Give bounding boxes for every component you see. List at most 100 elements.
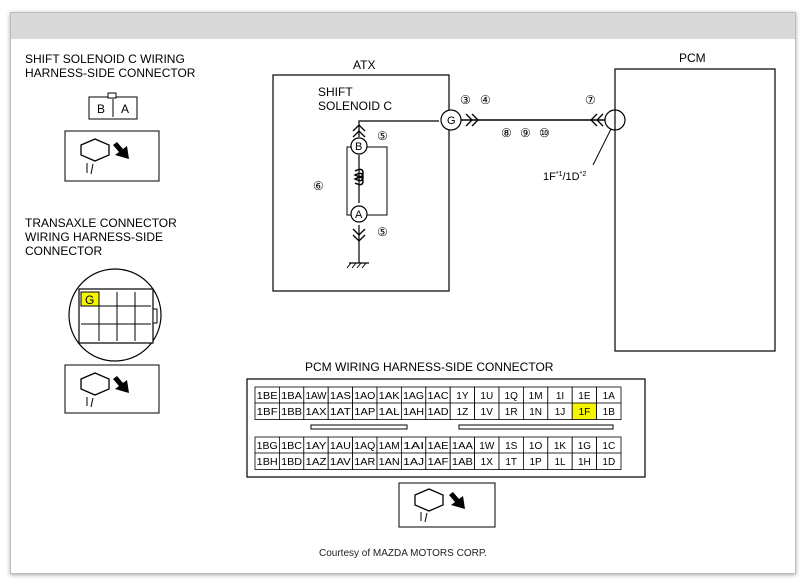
terminal-a-circle bbox=[350, 205, 368, 223]
pin-label: 1AB bbox=[452, 457, 473, 468]
callout-9: ⑨ bbox=[520, 126, 531, 140]
diagram-frame: SHIFT SOLENOID C WIRING HARNESS-SIDE CON… bbox=[10, 12, 796, 574]
callout-5-bottom: ⑤ bbox=[377, 225, 388, 239]
terminal-a: A bbox=[355, 209, 363, 221]
pin-label: 1AQ bbox=[354, 441, 375, 452]
callout-10: ⑩ bbox=[539, 126, 550, 140]
pin-label: 1AE bbox=[428, 441, 449, 452]
pin-label: 1BH bbox=[257, 457, 278, 468]
terminal-b-circle bbox=[350, 137, 368, 155]
pin-label: 1T bbox=[505, 457, 517, 468]
pin-label: 1AX bbox=[306, 407, 327, 418]
pin-label: 1AT bbox=[330, 407, 351, 418]
pin-label: 1AJ bbox=[403, 457, 424, 468]
terminal-b: B bbox=[355, 141, 362, 153]
terminal-g: G bbox=[447, 115, 456, 127]
pin-cell bbox=[596, 452, 622, 470]
pin-label: 1AM bbox=[379, 441, 400, 452]
pin-label: 1AI bbox=[403, 441, 424, 452]
pin-label: 1D bbox=[602, 457, 615, 468]
pin-label: 1AA bbox=[452, 441, 473, 452]
pin-label: 1C bbox=[602, 441, 615, 452]
pin-label: 1AY bbox=[306, 441, 327, 452]
transaxle-title-line1: TRANSAXLE CONNECTOR bbox=[25, 216, 177, 230]
pin-label: 1K bbox=[554, 441, 567, 452]
solenoid-connector-title-line1: SHIFT SOLENOID C WIRING bbox=[25, 52, 185, 66]
pin-label: 1R bbox=[505, 407, 518, 418]
pin-label: 1M bbox=[529, 391, 543, 402]
credit-text: Courtesy of MAZDA MOTORS CORP. bbox=[318, 548, 487, 559]
pin-label: 1AH bbox=[403, 407, 424, 418]
pin-label: 1H bbox=[578, 457, 591, 468]
plug-arrow-icon bbox=[398, 482, 496, 528]
connector-pin-b: B bbox=[97, 102, 105, 116]
connector-key-left bbox=[310, 424, 408, 430]
connector-key-right bbox=[458, 424, 614, 430]
solenoid-connector-face: B A bbox=[88, 92, 138, 120]
pin-label: 1Y bbox=[456, 391, 469, 402]
callout-6: ⑥ bbox=[313, 179, 324, 193]
solenoid-label-line1: SHIFT bbox=[318, 85, 353, 99]
pin-label: 1E bbox=[578, 391, 591, 402]
pin-label: 1AR bbox=[354, 457, 375, 468]
title-bar bbox=[11, 13, 795, 39]
pin-label: 1AS bbox=[330, 391, 351, 402]
pin-label: 1O bbox=[529, 441, 543, 452]
atx-box bbox=[272, 74, 450, 292]
pin-label: 1N bbox=[529, 407, 542, 418]
pin-label: 1L bbox=[554, 457, 566, 468]
pin-label: 1B bbox=[603, 407, 616, 418]
plug-arrow-icon bbox=[64, 364, 160, 414]
pin-label: 1J bbox=[555, 407, 566, 418]
callout-8: ⑧ bbox=[501, 126, 512, 140]
pin-label: 1AN bbox=[379, 457, 400, 468]
pin-label: 1AC bbox=[428, 391, 449, 402]
pin-label: 1G bbox=[578, 441, 592, 452]
pin-label: 1X bbox=[481, 457, 494, 468]
pin-label: 1AD bbox=[428, 407, 449, 418]
pcm-box bbox=[614, 68, 776, 352]
pin-label: 1BB bbox=[281, 407, 302, 418]
ground-icon bbox=[346, 262, 369, 269]
transaxle-title-line3: CONNECTOR bbox=[25, 244, 102, 258]
pin-label: 1BA bbox=[281, 391, 302, 402]
callout-4: ④ bbox=[480, 93, 491, 107]
pin-label: 1F bbox=[579, 407, 591, 418]
pin-label: 1A bbox=[603, 391, 616, 402]
pin-label: 1I bbox=[556, 391, 564, 402]
pin-label: 1AU bbox=[330, 441, 351, 452]
pin-label: 1AV bbox=[330, 457, 351, 468]
pin-label: 1Q bbox=[505, 391, 519, 402]
pcm-label: PCM bbox=[679, 51, 706, 65]
pin-label: 1AO bbox=[354, 391, 375, 402]
transaxle-connector-face: G bbox=[68, 268, 162, 362]
pin-label: 1U bbox=[480, 391, 493, 402]
pin-label: 1AK bbox=[379, 391, 400, 402]
pin-label: 1AW bbox=[306, 391, 328, 402]
callout-5-top: ⑤ bbox=[377, 129, 388, 143]
callout-7: ⑦ bbox=[585, 93, 596, 107]
pin-label: 1AP bbox=[354, 407, 375, 418]
pin-label: 1S bbox=[505, 441, 518, 452]
pin-label: 1BF bbox=[257, 407, 278, 418]
pin-label: 1Z bbox=[457, 407, 469, 418]
pin-label: 1AL bbox=[379, 407, 401, 418]
transaxle-title-line2: WIRING HARNESS-SIDE bbox=[25, 230, 163, 244]
pin-label: 1AF bbox=[428, 457, 449, 468]
transaxle-pin-g: G bbox=[85, 293, 94, 307]
callout-3: ③ bbox=[460, 93, 471, 107]
pin-label: 1BD bbox=[281, 457, 302, 468]
pin-label: 1BG bbox=[257, 441, 278, 452]
plug-arrow-icon bbox=[64, 130, 160, 182]
pcm-connector-title: PCM WIRING HARNESS-SIDE CONNECTOR bbox=[305, 360, 554, 374]
pin-cell bbox=[596, 402, 622, 420]
solenoid-connector-title-line2: HARNESS-SIDE CONNECTOR bbox=[25, 66, 196, 80]
pcm-pin-reference: 1F*1/1D*2 bbox=[543, 171, 586, 183]
wiring-diagram: SHIFT SOLENOID C WIRING HARNESS-SIDE CON… bbox=[25, 51, 776, 528]
pin-label: 1BE bbox=[257, 391, 278, 402]
pin-label: 1V bbox=[481, 407, 494, 418]
pin-label: 1BC bbox=[281, 441, 302, 452]
pin-label: 1AG bbox=[403, 391, 424, 402]
pin-label: 1W bbox=[479, 441, 495, 452]
